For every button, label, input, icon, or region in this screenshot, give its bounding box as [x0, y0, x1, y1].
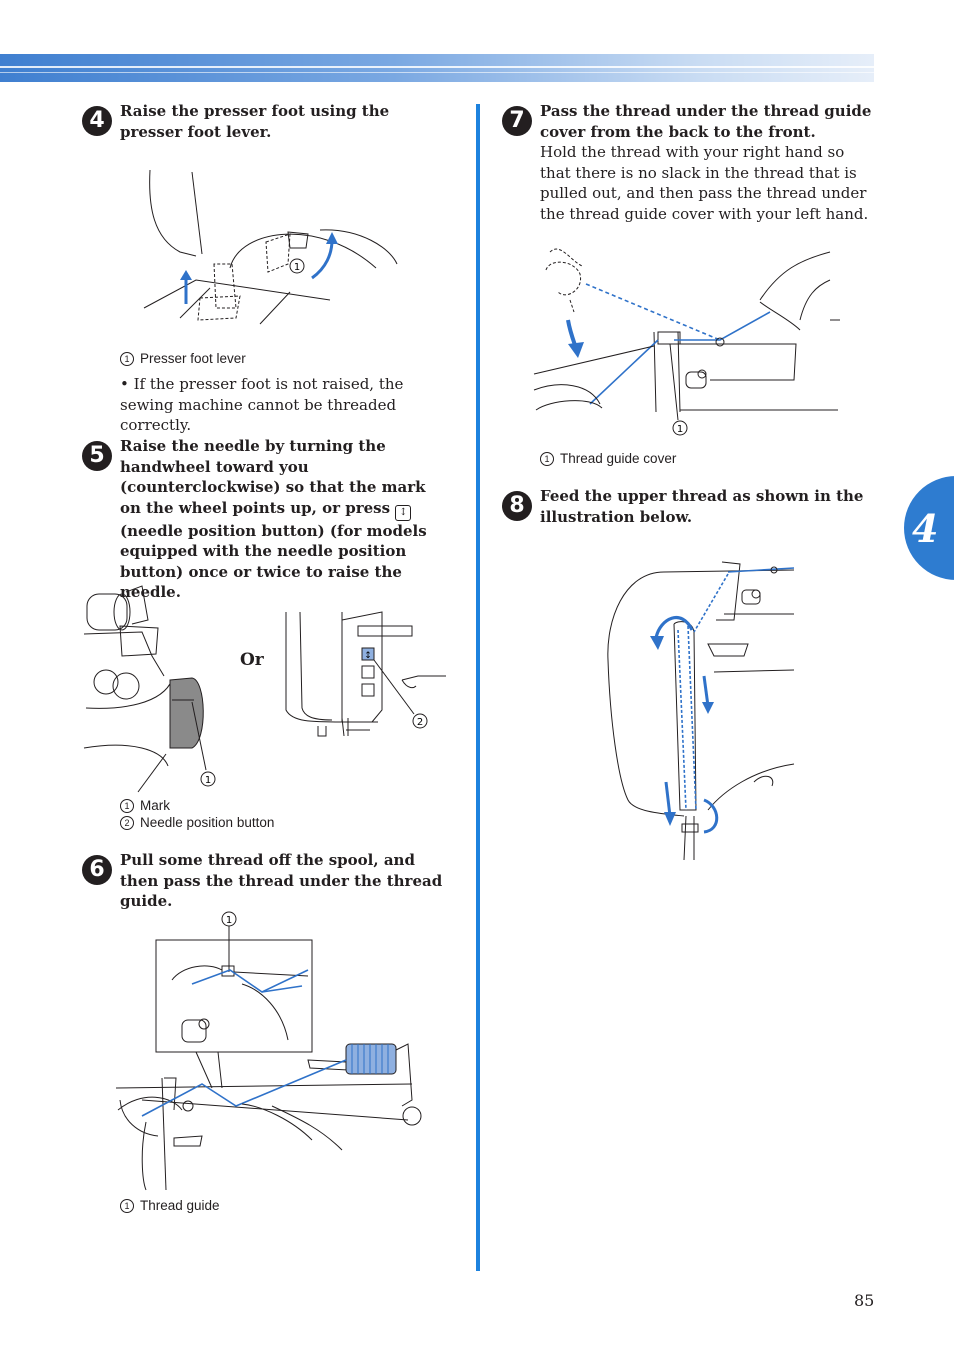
svg-text:1: 1 [677, 424, 683, 435]
caption-number: 1 [540, 452, 554, 466]
svg-text:2: 2 [417, 717, 423, 728]
step-6-heading: Pull some thread off the spool, and then… [120, 851, 443, 910]
step-number-4: 4 [82, 106, 112, 136]
caption-number: 1 [120, 799, 134, 813]
step-5-caption-1: 1 Mark [120, 797, 170, 814]
step-5-caption-2: 2 Needle position button [120, 814, 274, 831]
step-7-heading: Pass the thread under the thread guide c… [540, 102, 872, 141]
step-7-body: Hold the thread with your right hand so … [540, 143, 869, 223]
svg-text:1: 1 [226, 915, 232, 926]
step-6-caption: 1 Thread guide [120, 1197, 220, 1214]
step-number-6: 6 [82, 855, 112, 885]
step-4-caption: 1 Presser foot lever [120, 350, 246, 367]
step-5-heading-part2: (needle position button) (for models equ… [120, 521, 427, 602]
upper-thread-illustration [607, 561, 795, 861]
step-4-heading: Raise the presser foot using the presser… [120, 102, 390, 141]
caption-number: 1 [120, 1199, 134, 1213]
thread-guide-illustration: 1 [115, 911, 422, 1191]
needle-button-illustration: ↕ 2 [285, 611, 446, 737]
presser-foot-illustration: 1 [143, 169, 398, 325]
caption-text: Needle position button [140, 815, 275, 830]
caption-text: Mark [140, 798, 170, 813]
page-number: 85 [854, 1291, 875, 1310]
caption-text: Thread guide cover [560, 451, 677, 466]
step-5-heading: Raise the needle by turning the handwhee… [120, 436, 450, 603]
step-5-heading-part1: Raise the needle by turning the handwhee… [120, 437, 426, 517]
step-number-7: 7 [502, 106, 532, 136]
step-7-caption: 1 Thread guide cover [540, 450, 676, 467]
caption-number: 1 [120, 352, 134, 366]
step-8-heading: Feed the upper thread as shown in the il… [540, 487, 864, 526]
chapter-number: 4 [912, 506, 939, 551]
svg-text:1: 1 [294, 262, 300, 273]
svg-text:↕: ↕ [364, 651, 372, 661]
caption-number: 2 [120, 816, 134, 830]
chapter-tab[interactable]: 4 [904, 476, 954, 580]
thread-guide-cover-illustration: 1 [533, 248, 840, 436]
handwheel-illustration: 1 [83, 585, 216, 793]
column-divider [476, 104, 480, 1271]
or-label: Or [240, 650, 264, 670]
step-number-5: 5 [82, 441, 112, 471]
header-band [0, 54, 874, 82]
caption-text: Thread guide [140, 1198, 220, 1213]
caption-text: Presser foot lever [140, 351, 246, 366]
needle-position-icon: ↕ [395, 504, 412, 521]
svg-text:1: 1 [205, 775, 211, 786]
step-4-note: • If the presser foot is not raised, the… [120, 375, 404, 434]
step-number-8: 8 [502, 491, 532, 521]
